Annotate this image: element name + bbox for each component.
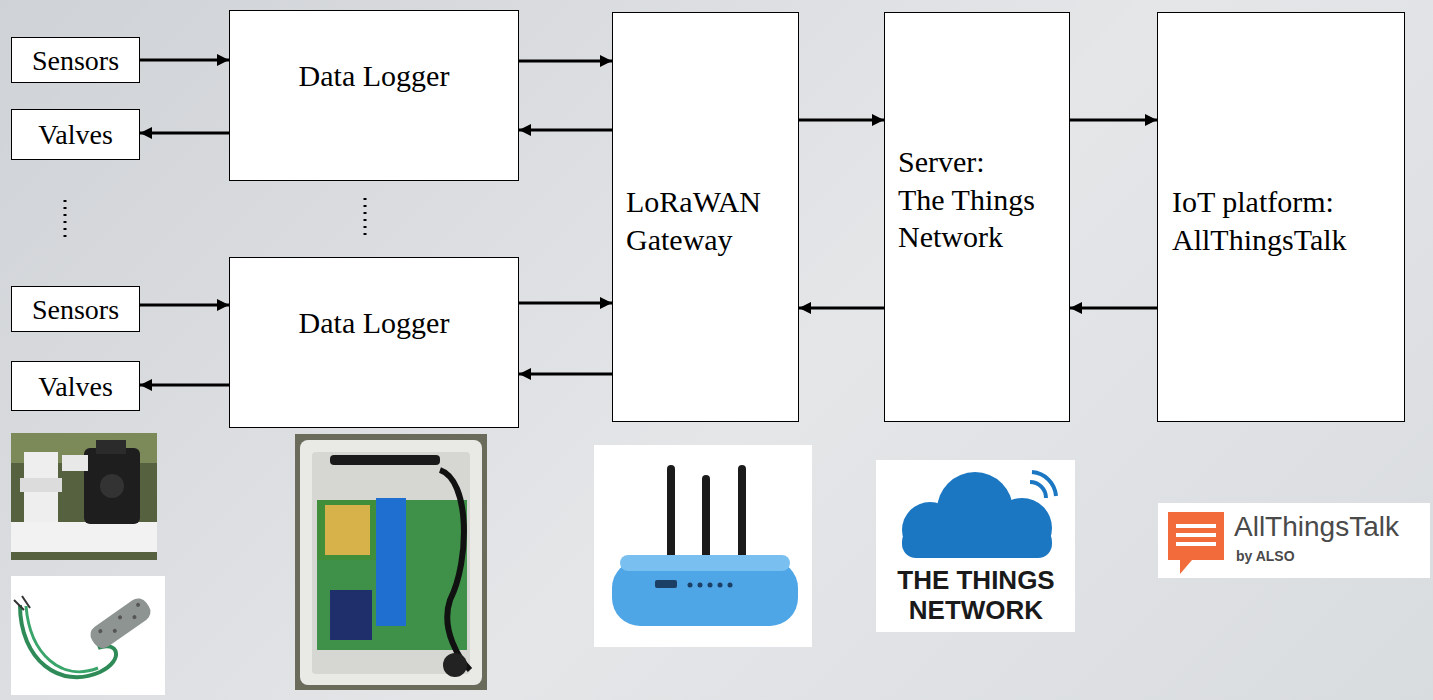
box-label: Sensors bbox=[32, 43, 119, 78]
process-box: Valves bbox=[11, 109, 140, 160]
box-label: Sensors bbox=[32, 292, 119, 327]
box-label: The Things Network bbox=[898, 181, 1061, 256]
connector-arrow bbox=[519, 373, 612, 376]
logo-text: by ALSO bbox=[1236, 549, 1295, 564]
ellipsis-dots bbox=[64, 200, 67, 242]
sensor-photo bbox=[11, 576, 165, 695]
process-box: IoT platform:AllThingsTalk bbox=[1157, 12, 1405, 422]
box-label: Server: bbox=[898, 143, 985, 181]
box-label: Data Logger bbox=[299, 57, 450, 95]
connector-arrow bbox=[799, 307, 884, 310]
connector-arrow bbox=[140, 59, 229, 62]
box-label: Data Logger bbox=[299, 304, 450, 342]
connector-arrow bbox=[519, 60, 612, 63]
process-box: LoRaWAN Gateway bbox=[612, 12, 799, 422]
box-label: Valves bbox=[38, 117, 113, 152]
connector-arrow bbox=[1070, 307, 1157, 310]
box-label: AllThingsTalk bbox=[1172, 221, 1347, 259]
connector-arrow bbox=[140, 384, 229, 387]
connector-arrow bbox=[140, 132, 229, 135]
connector-arrow bbox=[799, 119, 884, 122]
box-label: Valves bbox=[38, 369, 113, 404]
connector-arrow bbox=[519, 302, 612, 305]
ttn-logo bbox=[876, 460, 1075, 632]
process-box: Sensors bbox=[11, 37, 140, 83]
ellipsis-dots bbox=[364, 198, 367, 240]
connector-arrow bbox=[519, 129, 612, 132]
box-label: LoRaWAN Gateway bbox=[626, 183, 790, 258]
valve-photo bbox=[11, 433, 157, 560]
process-box: Server:The Things Network bbox=[884, 12, 1070, 422]
process-box: Data Logger bbox=[229, 257, 519, 428]
connector-arrow bbox=[1070, 119, 1157, 122]
logger-photo bbox=[295, 434, 487, 690]
allthingstalk-logo bbox=[1158, 503, 1430, 578]
box-label: IoT platform: bbox=[1172, 183, 1334, 221]
gateway-photo bbox=[594, 445, 812, 647]
logo-text: AllThingsTalk bbox=[1234, 512, 1399, 543]
process-box: Data Logger bbox=[229, 10, 519, 181]
logo-text: THE THINGS NETWORK bbox=[882, 566, 1070, 626]
connector-arrow bbox=[140, 304, 229, 307]
process-box: Sensors bbox=[11, 286, 140, 332]
process-box: Valves bbox=[11, 361, 140, 411]
